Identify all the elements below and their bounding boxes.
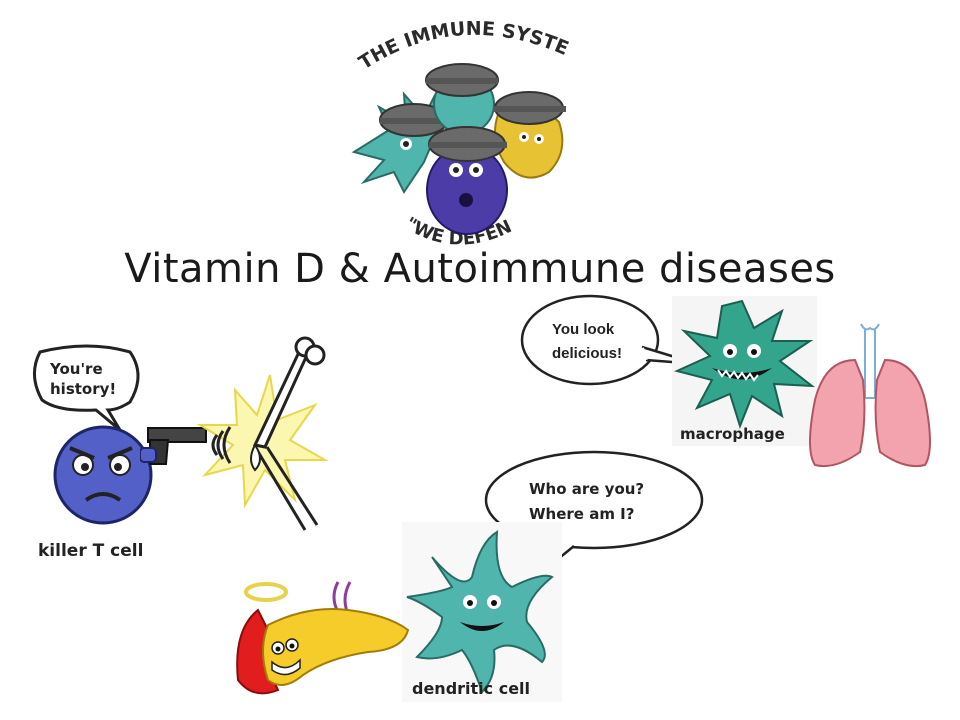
dendritic-speech-line1: Who are you? [529, 480, 644, 498]
dendritic-caption: dendritic cell [412, 679, 530, 698]
killer-t-caption: killer T cell [38, 541, 143, 561]
macrophage-icon: macrophage [672, 296, 817, 446]
bone-icon [196, 336, 329, 531]
macrophage-speech-line1: You look [552, 321, 615, 338]
purple-cell-icon [426, 126, 508, 235]
killer-t-speech-line1: You're [49, 360, 103, 378]
dendritic-cell-icon: dendritic cell [402, 522, 562, 702]
gun-icon [140, 427, 207, 465]
immune-system-logo: THE IMMUNE SYSTEM "WE DEFEND" [334, 12, 572, 250]
macrophage-caption: macrophage [680, 425, 785, 443]
dendritic-speech-line2: Where am I? [529, 505, 634, 523]
killer-t-speech-line2: history! [50, 380, 116, 398]
killer-t-cell-icon: You're history! killer T cell [33, 344, 153, 561]
yellow-cell-icon [494, 91, 566, 179]
lungs-icon [809, 323, 931, 468]
slide-title: Vitamin D & Autoimmune diseases [124, 246, 836, 292]
macrophage-speech-line2: delicious! [552, 345, 622, 362]
pancreas-icon [236, 581, 410, 695]
